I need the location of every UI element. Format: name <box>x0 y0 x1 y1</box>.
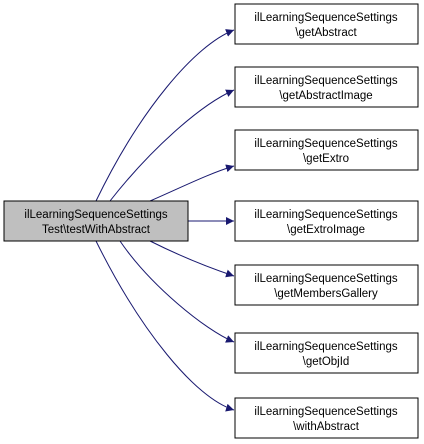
call-edge-getmembersgallery <box>149 240 235 278</box>
callee-label-line2: \getObjId <box>303 356 350 368</box>
callee-node-getextroimage[interactable]: ilLearningSequenceSettings \getExtroImag… <box>234 200 419 242</box>
callee-label-line2: \getMembersGallery <box>274 288 378 300</box>
call-edge-getobjid <box>119 240 235 343</box>
callee-label-line2: \getAbstract <box>295 27 357 39</box>
callee-node-getabstract[interactable]: ilLearningSequenceSettings \getAbstract <box>234 3 419 45</box>
callee-node-withabstract[interactable]: ilLearningSequenceSettings \withAbstract <box>234 397 419 439</box>
callee-label-line2: \getExtro <box>303 153 349 165</box>
callee-label-line1: ilLearningSequenceSettings <box>254 12 397 24</box>
call-edge-getabstractimage <box>109 89 235 202</box>
call-edge-getabstract <box>95 29 235 202</box>
callee-nodes: ilLearningSequenceSettings \getAbstract … <box>234 3 419 439</box>
callee-label-line1: ilLearningSequenceSettings <box>254 273 397 285</box>
callee-label-line2: \getAbstractImage <box>279 90 372 102</box>
callee-label-line2: \getExtroImage <box>287 224 365 236</box>
caller-node-label-line1: ilLearningSequenceSettings <box>24 209 167 221</box>
callee-node-getabstractimage[interactable]: ilLearningSequenceSettings \getAbstractI… <box>234 66 419 108</box>
callee-label-line1: ilLearningSequenceSettings <box>254 75 397 87</box>
callee-node-getmembersgallery[interactable]: ilLearningSequenceSettings \getMembersGa… <box>234 264 419 306</box>
callee-node-getextro[interactable]: ilLearningSequenceSettings \getExtro <box>234 129 419 171</box>
callee-label-line1: ilLearningSequenceSettings <box>254 341 397 353</box>
callee-label-line1: ilLearningSequenceSettings <box>254 209 397 221</box>
callee-label-line2: \withAbstract <box>293 421 360 433</box>
callee-node-getobjid[interactable]: ilLearningSequenceSettings \getObjId <box>234 332 419 374</box>
caller-node[interactable]: ilLearningSequenceSettings Test\testWith… <box>3 200 189 242</box>
callee-label-line1: ilLearningSequenceSettings <box>254 406 397 418</box>
caller-node-label-line2: Test\testWithAbstract <box>42 224 151 236</box>
callee-label-line1: ilLearningSequenceSettings <box>254 138 397 150</box>
call-edges <box>95 29 235 412</box>
call-edge-withabstract <box>95 240 235 412</box>
call-edge-getextro <box>149 164 235 202</box>
